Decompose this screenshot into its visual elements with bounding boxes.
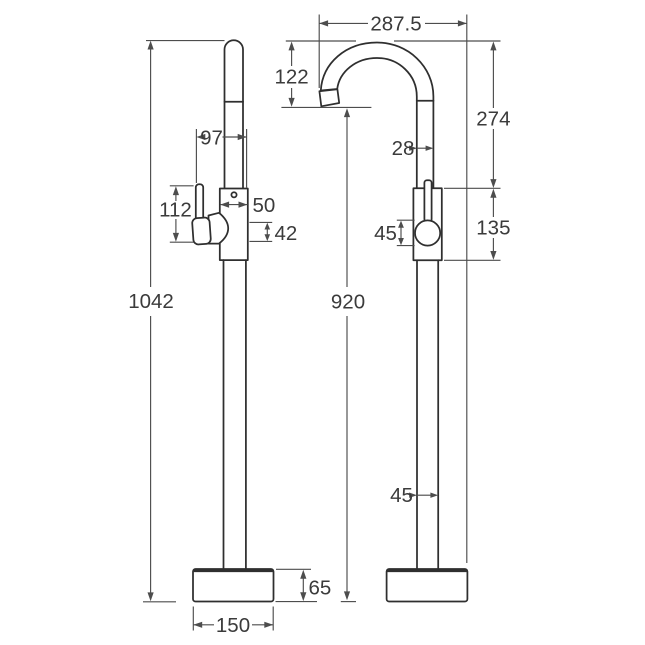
handle-hub xyxy=(207,211,230,245)
arrowhead-left xyxy=(319,20,329,27)
dim-spout-reach: 287.5 xyxy=(318,13,468,563)
dim-top-to-body-label: 274 xyxy=(476,108,510,131)
gooseneck-outer-edge xyxy=(319,41,435,190)
front-view xyxy=(318,41,469,603)
dim-base-height: 65 xyxy=(275,568,332,603)
dim-spout-reach-label: 287.5 xyxy=(370,13,421,36)
dim-outlet-height: 920 xyxy=(331,108,365,603)
dim-overall-height-label: 1042 xyxy=(128,290,174,313)
dim-knob-diameter-label: 45 xyxy=(374,222,397,245)
dim-top-to-body: 274 xyxy=(444,41,511,189)
arrowhead-down xyxy=(343,591,351,601)
dim-base-width: 150 xyxy=(192,606,274,637)
dim-body-height: 135 xyxy=(444,188,511,261)
arrowhead-down xyxy=(288,97,295,107)
arrowhead-left xyxy=(220,201,230,208)
arrowhead-down xyxy=(398,238,404,246)
dim-body-width-label: 50 xyxy=(253,194,276,217)
arrowhead-left xyxy=(193,621,203,628)
handle-lever-arm xyxy=(194,183,205,224)
dim-spout-drop: 122 xyxy=(274,40,501,108)
arrowhead-at-right-edge xyxy=(430,492,439,498)
arrowhead-right xyxy=(238,201,248,208)
spout-pillar-outline xyxy=(223,39,244,190)
dim-handle-height-label: 112 xyxy=(159,199,192,222)
arrowhead-at-left-edge xyxy=(409,492,417,498)
arrowhead-down xyxy=(490,251,497,260)
valve-body-side xyxy=(218,187,249,261)
base-front xyxy=(385,568,469,603)
arrowhead-up xyxy=(288,41,295,51)
arrowhead-up xyxy=(398,220,404,228)
base-side xyxy=(192,568,275,603)
arrowhead-right xyxy=(237,133,247,141)
arrowhead-up xyxy=(343,108,351,118)
dim-outlet-height-label: 920 xyxy=(331,291,365,314)
arrowhead-right xyxy=(264,621,274,628)
dim-body-height-label: 135 xyxy=(476,217,510,240)
arrowhead-at-left-edge xyxy=(409,145,417,151)
dim-handle-depth: 42 xyxy=(249,222,297,245)
dim-overall-height: 1042 xyxy=(128,40,225,603)
arrowhead-down xyxy=(172,232,179,242)
handle-grip xyxy=(191,216,212,246)
dim-handle-height: 112 xyxy=(159,185,194,243)
dim-knob-diameter: 45 xyxy=(374,219,415,247)
arrowhead-up xyxy=(172,186,179,196)
arrowhead-up xyxy=(490,41,497,51)
dim-spout-drop-label: 122 xyxy=(274,66,308,89)
dim-spout-pipe-width: 28 xyxy=(392,137,434,160)
arrowhead-at-right-edge xyxy=(425,145,434,151)
arrowhead-up xyxy=(300,569,307,579)
arrowhead-right xyxy=(457,20,467,27)
arrowhead-left xyxy=(196,133,206,141)
gooseneck-inner-edge xyxy=(336,57,418,190)
arrowhead-down xyxy=(264,234,271,242)
arrowhead-down xyxy=(147,592,154,602)
set-screw xyxy=(230,191,238,199)
handle-lever-front xyxy=(423,179,433,223)
arrowhead-down xyxy=(490,179,497,188)
dim-spout-pipe-width-label: 28 xyxy=(392,137,415,160)
arrowhead-up xyxy=(264,222,271,230)
handle-knob xyxy=(414,219,442,247)
dim-spout-to-handle: 97 xyxy=(195,126,248,188)
arrowhead-up xyxy=(490,188,497,198)
dim-riser-pipe-width-label: 45 xyxy=(390,484,413,507)
dim-spout-to-handle-label: 97 xyxy=(200,126,223,149)
dim-body-width: 50 xyxy=(220,194,275,217)
dim-handle-depth-label: 42 xyxy=(275,222,298,245)
dim-base-width-label: 150 xyxy=(216,614,250,637)
side-view xyxy=(191,39,275,603)
arrowhead-down xyxy=(300,592,307,602)
spout-aerator-tip xyxy=(318,88,341,108)
dim-riser-pipe-width: 45 xyxy=(390,484,439,507)
dim-base-height-label: 65 xyxy=(309,577,332,600)
arrowhead-up xyxy=(147,40,154,50)
